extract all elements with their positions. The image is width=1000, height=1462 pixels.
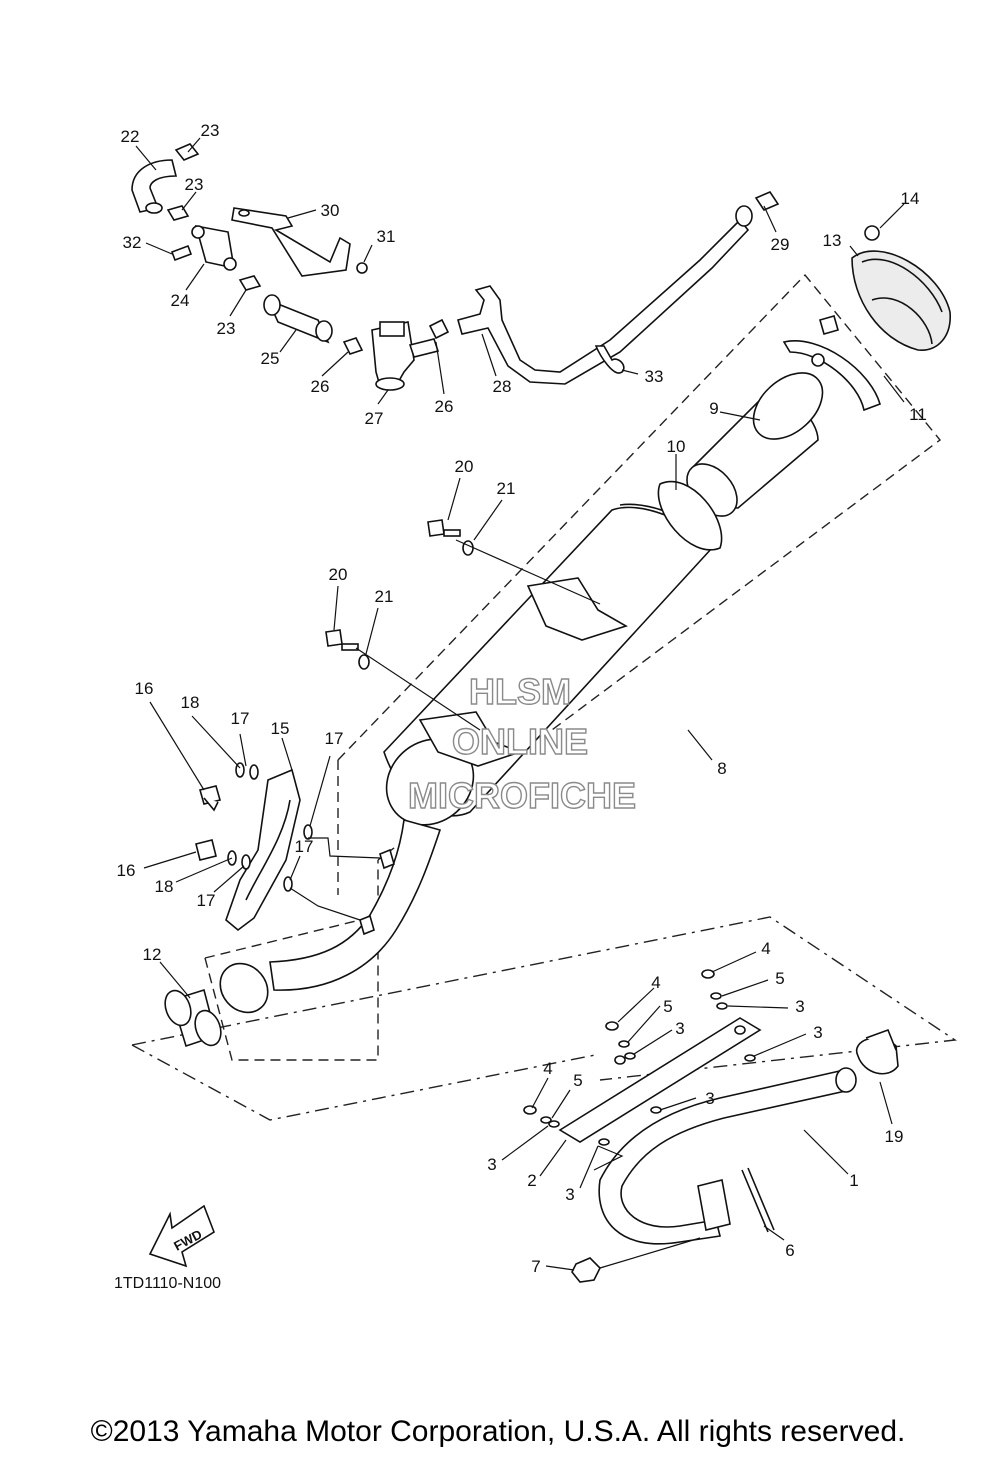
label-29: 29 [771, 235, 790, 254]
bracket-30 [231, 207, 351, 277]
label-5-c: 5 [573, 1071, 582, 1090]
label-13: 13 [823, 231, 842, 250]
label-21-a: 21 [497, 479, 516, 498]
label-3-a: 3 [795, 997, 804, 1016]
label-2: 2 [527, 1171, 536, 1190]
nut-7 [571, 1257, 601, 1283]
label-4-c: 4 [543, 1059, 552, 1078]
fwd-arrow: FWD [148, 1204, 215, 1268]
label-26-b: 26 [435, 397, 454, 416]
label-12: 12 [143, 945, 162, 964]
protector-15-group [195, 762, 395, 936]
dashed-outline-exhaust-pipe-assembly [131, 916, 957, 1121]
label-16-a: 16 [135, 679, 154, 698]
clamp-26-b [428, 318, 450, 340]
label-19: 19 [885, 1127, 904, 1146]
label-22: 22 [121, 127, 140, 146]
label-3-b: 3 [675, 1019, 684, 1038]
bolt-16-b [195, 839, 217, 861]
label-18-b: 18 [155, 877, 174, 896]
label-23-a: 23 [201, 121, 220, 140]
exhaust-pipe-group [523, 969, 899, 1283]
label-21-b: 21 [375, 587, 394, 606]
air-induction-group [131, 143, 780, 391]
label-31: 31 [377, 227, 396, 246]
label-16-b: 16 [117, 861, 136, 880]
label-3-c: 3 [813, 1023, 822, 1042]
clamp-33 [594, 345, 625, 374]
bolt-32 [170, 244, 193, 262]
label-32: 32 [123, 233, 142, 252]
label-26-a: 26 [311, 377, 330, 396]
dashed-outline-muffler-assembly [204, 273, 942, 1061]
label-11: 11 [909, 405, 927, 424]
label-28: 28 [493, 377, 512, 396]
label-4-a: 4 [761, 939, 770, 958]
label-27: 27 [365, 409, 384, 428]
label-24: 24 [171, 291, 190, 310]
clamp-23-b [166, 205, 190, 221]
label-4-b: 4 [651, 973, 660, 992]
label-17-c: 17 [295, 837, 314, 856]
label-17-d: 17 [197, 891, 216, 910]
label-23-b: 23 [185, 175, 204, 194]
label-25: 25 [261, 349, 280, 368]
label-20-b: 20 [329, 565, 348, 584]
watermark-line-3: MICROFICHE [408, 775, 636, 816]
gasket-10 [657, 480, 723, 551]
label-33: 33 [645, 367, 664, 386]
label-17-a: 17 [231, 709, 250, 728]
label-23-c: 23 [217, 319, 236, 338]
clamp-23-c [238, 275, 262, 291]
label-3-f: 3 [565, 1185, 574, 1204]
label-5-b: 5 [663, 997, 672, 1016]
label-6: 6 [785, 1241, 794, 1260]
gasket-6 [741, 1169, 769, 1233]
exhaust-pipe-1 [598, 1069, 852, 1245]
label-15: 15 [271, 719, 290, 738]
label-20-a: 20 [455, 457, 474, 476]
clamp-29 [754, 191, 780, 211]
clamp-23-a [174, 143, 200, 161]
watermark-line-2: ONLINE [452, 721, 588, 762]
flange-2 [558, 1017, 762, 1143]
muffler-group [219, 225, 951, 1014]
label-9: 9 [709, 399, 718, 418]
clamp-19 [855, 1037, 899, 1075]
label-5-a: 5 [775, 969, 784, 988]
label-7: 7 [531, 1257, 540, 1276]
label-18-a: 18 [181, 693, 200, 712]
watermark-line-1: HLSM [469, 671, 571, 712]
leader-lines [135, 137, 905, 1271]
drawing-code: 1TD1110-N100 [114, 1275, 221, 1292]
label-3-d: 3 [705, 1089, 714, 1108]
protector-15 [225, 768, 301, 932]
label-3-e: 3 [487, 1155, 496, 1174]
label-30: 30 [321, 201, 340, 220]
watermark: HLSM ONLINE MICROFICHE [407, 670, 636, 816]
label-14: 14 [901, 189, 920, 208]
copyright-text: ©2013 Yamaha Motor Corporation, U.S.A. A… [91, 1415, 906, 1448]
part-labels: 22 23 23 30 31 32 24 23 25 26 27 26 28 2… [117, 121, 927, 1276]
muffler-inlet-pipe [269, 818, 442, 991]
label-1: 1 [849, 1171, 858, 1190]
clamp-26-a [342, 337, 364, 355]
label-8: 8 [717, 759, 726, 778]
label-10: 10 [667, 437, 686, 456]
joint-12 [164, 988, 222, 1048]
label-17-b: 17 [325, 729, 344, 748]
